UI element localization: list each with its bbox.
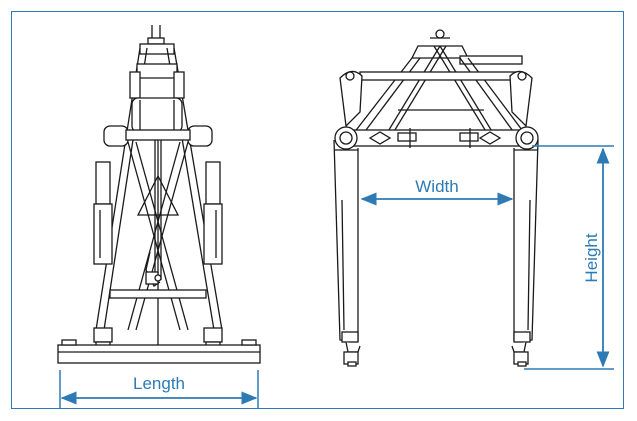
width-label: Width	[415, 177, 458, 196]
length-dimension: Length	[59, 370, 259, 408]
height-dimension: Height	[524, 145, 614, 370]
length-label: Length	[133, 374, 185, 393]
front-view-drawing	[333, 29, 539, 367]
side-view-drawing	[57, 25, 261, 364]
height-label: Height	[582, 233, 601, 282]
width-dimension: Width	[360, 177, 514, 206]
